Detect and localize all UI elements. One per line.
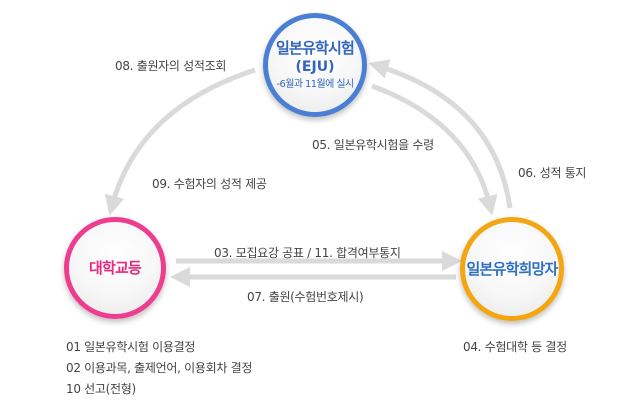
node-eju-subtitle: (EJU) xyxy=(295,58,335,75)
student-step: 04. 수험대학 등 결정 xyxy=(463,340,567,354)
label-score-notice: 06. 성적 통지 xyxy=(518,166,587,180)
label-score-provision: 09. 수험자의 성적 제공 xyxy=(152,177,267,191)
node-eju-title: 일본유학시험 xyxy=(275,38,355,57)
label-score-inquiry: 08. 출원자의 성적조회 xyxy=(115,59,227,73)
university-step: 10 선고(전형) xyxy=(66,382,136,396)
label-eju-exam: 05. 일본유학시험을 수령 xyxy=(312,138,434,152)
node-eju: 일본유학시험 (EJU) -6월과 11월에 실시 xyxy=(263,13,367,117)
node-student-title: 일본유학희망자 xyxy=(466,259,558,278)
node-university-title: 대학교등 xyxy=(88,258,142,277)
university-steps: 01 일본유학시험 이용결정 02 이용과목, 출제언어, 이용회차 결정 10… xyxy=(66,337,252,400)
arrow-eju-to-student xyxy=(371,83,498,216)
university-step: 01 일본유학시험 이용결정 xyxy=(66,340,196,354)
student-steps: 04. 수험대학 등 결정 xyxy=(463,337,567,358)
label-application: 07. 출원(수험번호제시) xyxy=(247,290,364,304)
node-eju-note: -6월과 11월에 실시 xyxy=(276,78,354,90)
label-announcement: 03. 모집요강 공표 / 11. 합격여부통지 xyxy=(214,246,401,260)
arrow-eju-to-university xyxy=(104,67,256,216)
node-university: 대학교등 xyxy=(64,217,166,319)
node-student: 일본유학희망자 xyxy=(460,217,564,321)
arrow-student-to-eju xyxy=(368,59,513,209)
university-step: 02 이용과목, 출제언어, 이용회차 결정 xyxy=(66,361,253,375)
